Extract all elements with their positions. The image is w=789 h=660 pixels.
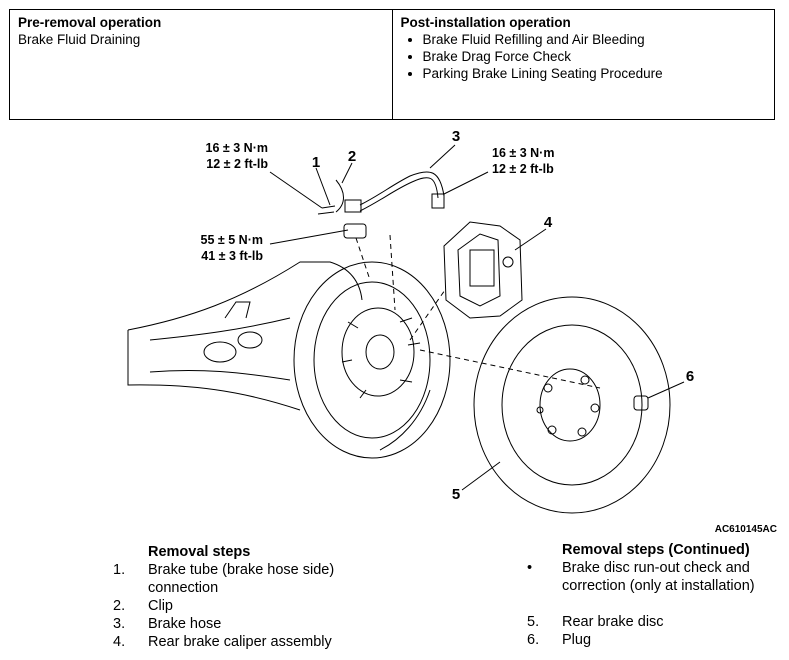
torque-left-metric: 16 ± 3 N·m: [206, 141, 268, 155]
figure-code: AC610145AC: [714, 524, 777, 535]
removal-step: 6. Plug: [527, 631, 777, 649]
step-text: Plug: [562, 632, 592, 648]
step-text: Rear brake caliper assembly: [148, 634, 332, 650]
torque-hub-metric: 55 ± 5 N·m: [201, 233, 263, 247]
alignment-lines: [355, 234, 601, 389]
bullet-icon: •: [527, 560, 533, 576]
operation-table: Pre-removal operation Brake Fluid Draini…: [9, 9, 775, 120]
post-installation-list: Brake Fluid Refilling and Air Bleeding B…: [401, 31, 767, 82]
brake-assembly-diagram: 1 2 3 4 5 6 16 ± 3 N·m 12 ± 2 ft-lb 16 ±…: [127, 128, 694, 514]
caliper-drawing: [443, 221, 523, 319]
callout-1: 1: [312, 154, 320, 171]
hub-drawing: [341, 307, 421, 399]
step-text: Clip: [148, 598, 173, 614]
callout-5: 5: [452, 486, 460, 503]
removal-steps-title: Removal steps: [148, 544, 251, 560]
removal-steps: Removal steps 1. Brake tube (brake hose …: [113, 543, 403, 651]
suspension-arm-drawing: [127, 261, 363, 411]
step-number: 5.: [527, 614, 540, 630]
leader-lines: [269, 144, 685, 491]
removal-note: • Brake disc run-out check and correctio…: [527, 559, 777, 595]
callout-6: 6: [686, 368, 694, 385]
pre-removal-column: Pre-removal operation Brake Fluid Draini…: [10, 10, 392, 119]
pre-removal-title: Pre-removal operation: [18, 15, 162, 30]
removal-steps-continued: Removal steps (Continued) • Brake disc r…: [527, 541, 777, 649]
removal-step: 3. Brake hose: [113, 615, 403, 633]
callout-3: 3: [452, 128, 460, 145]
brake-hose-drawing: [317, 171, 445, 215]
step-number: 4.: [113, 634, 126, 650]
post-installation-column: Post-installation operation Brake Fluid …: [391, 10, 775, 119]
note-text: Brake disc run-out check and correction …: [562, 560, 755, 594]
removal-step: 5. Rear brake disc: [527, 613, 777, 631]
step-text: Brake tube (brake hose side) connection: [148, 562, 335, 596]
post-installation-title: Post-installation operation: [400, 15, 571, 30]
step-number: 2.: [113, 598, 126, 614]
removal-step: 1. Brake tube (brake hose side) connecti…: [113, 561, 403, 597]
brake-disc-drawing: [473, 296, 671, 514]
plug-drawing: [633, 395, 649, 411]
caliper-bolt-drawing: [343, 223, 367, 239]
removal-step: 2. Clip: [113, 597, 403, 615]
step-text: Rear brake disc: [562, 614, 664, 630]
removal-steps-continued-title: Removal steps (Continued): [562, 542, 750, 558]
removal-step: 4. Rear brake caliper assembly: [113, 633, 403, 651]
torque-right-imperial: 12 ± 2 ft-lb: [492, 162, 554, 176]
callout-4: 4: [544, 214, 553, 231]
callout-2: 2: [348, 148, 356, 165]
step-number: 6.: [527, 632, 540, 648]
step-number: 1.: [113, 562, 126, 578]
backing-plate-drawing: [293, 261, 451, 459]
torque-right-metric: 16 ± 3 N·m: [492, 146, 554, 160]
step-number: 3.: [113, 616, 126, 632]
post-installation-item: Brake Drag Force Check: [423, 48, 767, 65]
pre-removal-item: Brake Fluid Draining: [18, 32, 141, 47]
post-installation-item: Parking Brake Lining Seating Procedure: [423, 65, 767, 82]
torque-hub-imperial: 41 ± 3 ft-lb: [201, 249, 263, 263]
step-text: Brake hose: [148, 616, 222, 632]
post-installation-item: Brake Fluid Refilling and Air Bleeding: [423, 31, 767, 48]
torque-left-imperial: 12 ± 2 ft-lb: [206, 157, 268, 171]
